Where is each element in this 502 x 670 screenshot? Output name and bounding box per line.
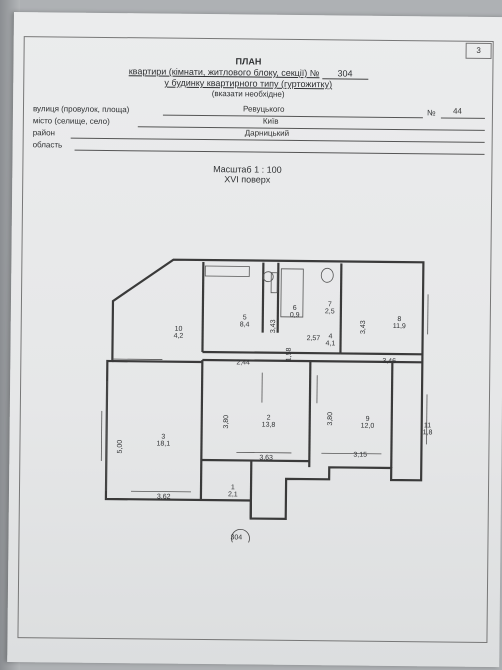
apartment-circle-label: 304: [230, 534, 243, 542]
region-label: область: [32, 140, 63, 150]
floor-plan-drawing: [100, 258, 429, 545]
dim-362: 3,62: [156, 493, 171, 501]
dim-343-b: 3,43: [359, 320, 368, 335]
dim-500: 5,00: [116, 439, 124, 454]
outer-walls: [104, 258, 425, 520]
district-value: Дарницький: [244, 128, 290, 138]
dim-380-b: 3,80: [326, 411, 335, 426]
apartment-number: 304: [321, 68, 369, 80]
dim-315: 3,15: [353, 451, 368, 459]
district-label: район: [32, 128, 56, 138]
dim-380-a: 3,80: [222, 414, 231, 429]
street-label: вулиця (провулок, площа): [32, 104, 130, 115]
page-number: 3: [465, 42, 492, 60]
floor-plan-document: 3 ПЛАН квартири (кімнати, житлового блок…: [7, 12, 502, 668]
dim-346: 3,46: [382, 357, 397, 366]
city-label: місто (селище, село): [32, 116, 110, 127]
house-number-value: 44: [452, 106, 462, 116]
street-value: Ревуцького: [242, 104, 285, 114]
apartment-type-text: квартири (кімнати, житлового блоку, секц…: [128, 66, 320, 79]
dim-244: 2,44: [236, 359, 250, 367]
city-value: Київ: [262, 116, 279, 126]
dim-158: 1,58: [285, 347, 293, 362]
dim-343-a: 3,43: [269, 319, 278, 334]
number-label: №: [426, 108, 436, 118]
dim-363: 3,63: [259, 454, 274, 462]
dim-257: 2,57: [306, 335, 321, 343]
